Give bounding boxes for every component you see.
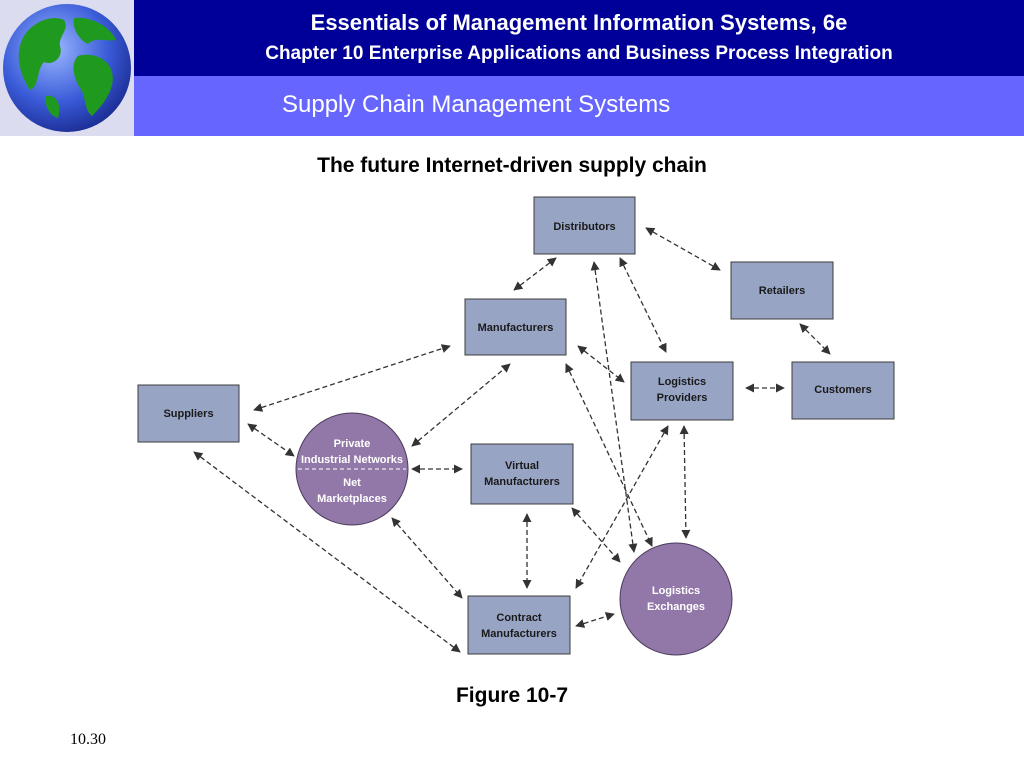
diagram-title: The future Internet-driven supply chain <box>317 154 707 177</box>
arrow-distributors-logistics-exchanges <box>590 261 638 553</box>
svg-text:Manufacturers: Manufacturers <box>478 322 554 334</box>
svg-text:Logistics: Logistics <box>652 585 700 597</box>
svg-text:Distributors: Distributors <box>553 221 615 233</box>
node-retailers: Retailers <box>730 261 834 320</box>
net-marketplaces-label-1: Net <box>343 477 361 489</box>
arrow-networks-manufacturers <box>411 363 511 447</box>
customers-label: Customers <box>814 384 871 396</box>
section-title: Supply Chain Management Systems <box>282 91 671 118</box>
node-logistics-exchanges: Logistics Exchanges <box>619 542 733 656</box>
header-subtitle: Chapter 10 Enterprise Applications and B… <box>265 43 893 64</box>
arrow-networks-contract-manufacturers <box>391 517 463 599</box>
node-manufacturers: Manufacturers <box>464 298 567 356</box>
svg-text:Providers: Providers <box>657 392 708 404</box>
node-networks-marketplaces: Private Industrial Networks Net Marketpl… <box>295 412 409 526</box>
connection-arrows <box>193 227 831 653</box>
virtual-manufacturers-label-2: Manufacturers <box>484 476 560 488</box>
svg-text:Manufacturers: Manufacturers <box>484 476 560 488</box>
logistics-exchanges-label-2: Exchanges <box>647 601 705 613</box>
net-marketplaces-label-2: Marketplaces <box>317 493 387 505</box>
svg-text:Suppliers: Suppliers <box>163 408 213 420</box>
manufacturers-label: Manufacturers <box>478 322 554 334</box>
node-contract-manufacturers: Contract Manufacturers <box>467 595 571 655</box>
header-band <box>134 0 1024 76</box>
svg-text:Contract: Contract <box>496 612 542 624</box>
figure-caption: Figure 10-7 <box>455 684 569 707</box>
logistics-exchanges-label-1: Logistics <box>652 585 700 597</box>
arrow-retailers-customers <box>799 323 831 355</box>
arrow-suppliers-manufacturers <box>253 344 451 412</box>
arrow-suppliers-networks <box>247 423 295 457</box>
svg-text:Industrial Networks: Industrial Networks <box>301 454 403 466</box>
node-distributors: Distributors <box>533 196 636 255</box>
svg-text:Marketplaces: Marketplaces <box>317 493 387 505</box>
header-title: Essentials of Management Information Sys… <box>310 10 848 35</box>
node-logistics-providers: Logistics Providers <box>630 361 734 421</box>
logistics-providers-label-1: Logistics <box>658 376 706 388</box>
retailers-label: Retailers <box>759 285 805 297</box>
arrow-logistics-providers-contract-manufacturers <box>575 425 669 589</box>
svg-text:Retailers: Retailers <box>759 285 805 297</box>
contract-manufacturers-label-1: Contract <box>496 612 542 624</box>
svg-text:Exchanges: Exchanges <box>647 601 705 613</box>
contract-manufacturers-label-2: Manufacturers <box>481 628 557 640</box>
arrow-manufacturers-logistics-providers <box>577 345 625 383</box>
arrow-distributors-logistics-providers <box>619 257 667 353</box>
logistics-providers-label-2: Providers <box>657 392 708 404</box>
arrow-distributors-retailers <box>645 227 721 271</box>
arrow-distributors-manufacturers <box>513 257 557 291</box>
arrow-logistics-providers-exchanges <box>679 425 691 539</box>
distributors-label: Distributors <box>553 221 615 233</box>
svg-text:Virtual: Virtual <box>505 460 539 472</box>
private-networks-label-1: Private <box>334 438 371 450</box>
svg-text:Manufacturers: Manufacturers <box>481 628 557 640</box>
section-band <box>134 76 1024 136</box>
arrow-contract-manufacturers-logistics-exchanges <box>575 612 615 628</box>
node-customers: Customers <box>791 361 895 420</box>
globe-logo-panel <box>0 0 134 136</box>
slide-number: 10.30 <box>70 731 106 748</box>
svg-text:Logistics: Logistics <box>658 376 706 388</box>
virtual-manufacturers-label-1: Virtual <box>505 460 539 472</box>
svg-text:Net: Net <box>343 477 361 489</box>
private-networks-label-2: Industrial Networks <box>301 454 403 466</box>
node-suppliers: Suppliers <box>137 384 240 443</box>
svg-text:Customers: Customers <box>814 384 871 396</box>
svg-text:Private: Private <box>334 438 371 450</box>
node-virtual-manufacturers: Virtual Manufacturers <box>470 443 574 505</box>
globe-icon <box>3 4 131 132</box>
suppliers-label: Suppliers <box>163 408 213 420</box>
